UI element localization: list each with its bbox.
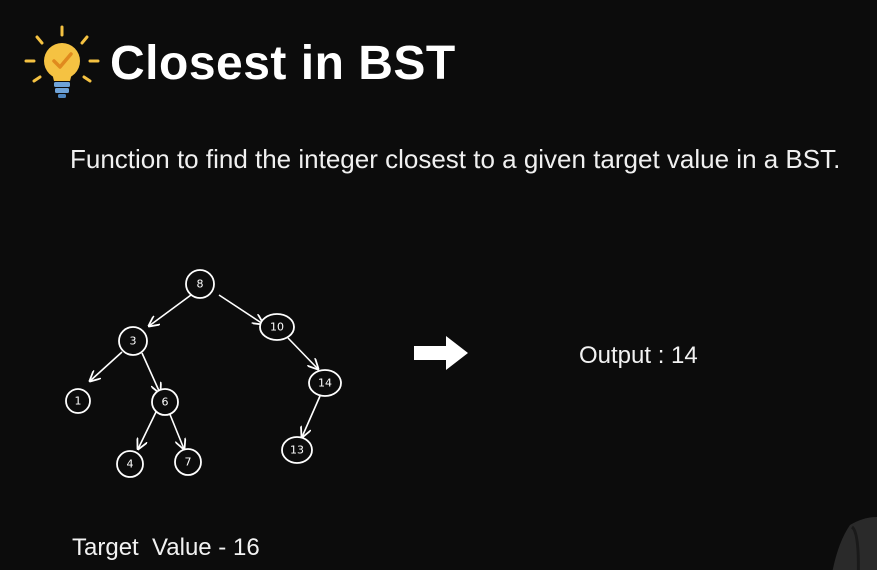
node-label-6: 6 [162,396,169,409]
description-text: Function to find the integer closest to … [70,144,841,174]
edge-8-10 [218,294,263,324]
node-label-8: 8 [197,278,204,291]
right-arrow-icon [414,336,468,370]
edge-3-1 [90,351,123,381]
tree-node-4 [116,450,144,478]
bst-diagram: 8 3 10 1 6 14 4 7 13 [65,269,342,478]
title-row: Closest in BST [20,18,456,108]
lightbulb-check-icon [24,25,100,98]
tree-node-3 [118,326,148,356]
presenter-shoulder [832,517,877,570]
tree-node-14 [308,369,342,397]
edge-8-3 [149,294,192,326]
node-label-14: 14 [318,377,332,390]
edge-6-4 [138,411,157,449]
tree-node-6 [151,388,179,416]
tree-node-13 [281,436,313,464]
page-title: Closest in BST [110,36,456,90]
node-label-7: 7 [185,456,192,469]
edge-3-6 [141,352,160,393]
tree-node-8 [185,269,215,299]
node-label-4: 4 [127,458,134,471]
target-value-text: Target Value - 16 [72,534,260,561]
tree-node-10 [259,313,295,341]
output-text: Output : 14 [579,342,698,369]
node-label-1: 1 [75,395,82,408]
node-label-10: 10 [270,321,284,334]
node-label-13: 13 [290,444,304,457]
edge-6-7 [168,411,184,449]
tree-node-7 [174,448,202,476]
node-label-3: 3 [130,335,137,348]
tree-node-1 [65,388,91,414]
edge-14-13 [302,395,321,437]
edge-10-14 [287,337,318,369]
